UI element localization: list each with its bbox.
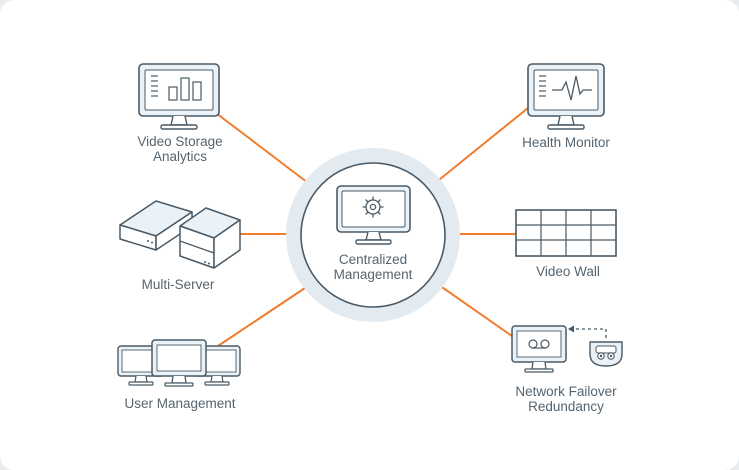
server-boxes-icon (119, 200, 241, 269)
network-failover-label-line1: Network Failover (515, 384, 617, 399)
recorder-monitor-icon (511, 325, 567, 373)
multiple-monitors-icon (117, 339, 241, 387)
network-failover-label: Network Failover Redundancy (515, 384, 616, 414)
multi-server-label: Multi-Server (142, 277, 215, 292)
security-camera-icon (589, 341, 623, 367)
video-wall-label: Video Wall (536, 264, 600, 279)
bar-chart-monitor-icon (138, 63, 220, 130)
video-storage-label: Video Storage Analytics (137, 134, 222, 164)
heartbeat-monitor-icon (527, 63, 605, 130)
user-management-label-text: User Management (124, 396, 236, 411)
central-hub (286, 148, 460, 322)
center-label-line2: Management (333, 267, 413, 282)
video-storage-label-line2: Analytics (152, 149, 208, 164)
connector-video-storage (211, 109, 321, 193)
network-failover-label-line2: Redundancy (528, 399, 604, 414)
video-wall-label-text: Video Wall (536, 264, 600, 279)
connector-health-monitor (423, 107, 529, 193)
gear-icon (362, 196, 384, 218)
connector-user-management (217, 277, 321, 347)
center-label: Centralized Management (334, 252, 413, 282)
video-wall-grid-icon (515, 209, 617, 257)
center-label-line1: Centralized (338, 252, 408, 267)
health-monitor-label-text: Health Monitor (522, 135, 610, 150)
health-monitor-label: Health Monitor (522, 135, 610, 150)
failover-arrow-icon (568, 325, 607, 338)
video-storage-label-line1: Video Storage (137, 134, 223, 149)
multi-server-label-text: Multi-Server (141, 277, 215, 292)
user-management-label: User Management (124, 396, 235, 411)
